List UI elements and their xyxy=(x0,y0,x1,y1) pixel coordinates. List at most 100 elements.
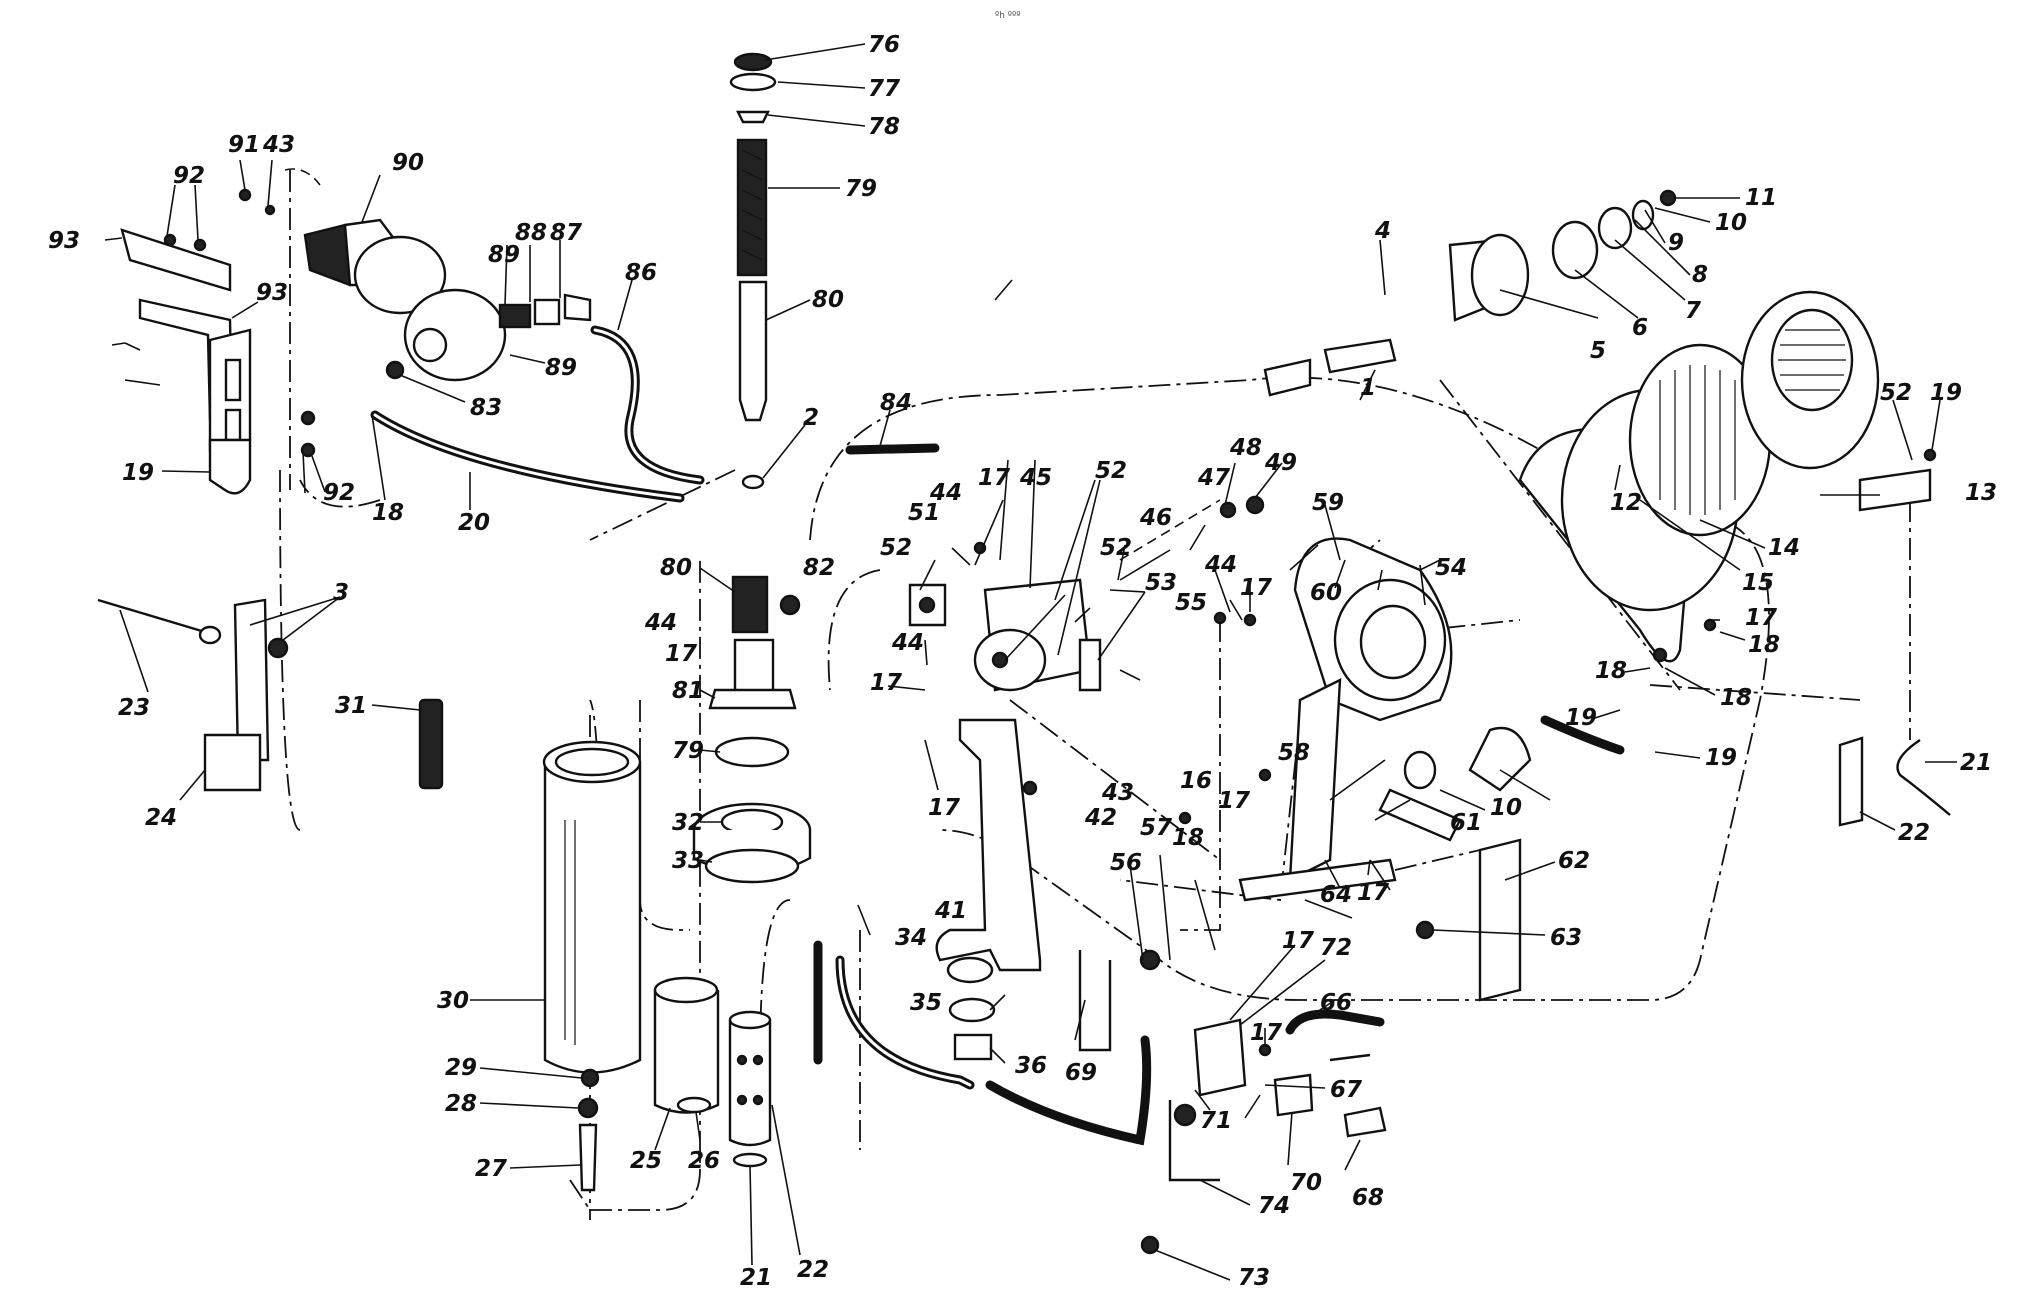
callout-19a: 18 xyxy=(372,500,404,526)
callout-13: 13 xyxy=(1965,480,1997,506)
callout-28: 24 xyxy=(145,805,177,831)
callout-42: 42 xyxy=(1084,805,1117,831)
callout-48: 48 xyxy=(1229,435,1262,461)
callout-60: 62 xyxy=(1558,848,1590,874)
callout-43b: 43 xyxy=(1101,780,1134,806)
callout-69: 72 xyxy=(1320,935,1352,961)
callout-56: 58 xyxy=(1278,740,1310,766)
callout-62: 64 xyxy=(1320,882,1352,908)
callout-85: 89 xyxy=(488,242,520,268)
callout-20: 19 xyxy=(1930,380,1962,406)
callout-55: 57 xyxy=(1140,815,1172,841)
callout-17f: 17 xyxy=(1218,788,1250,814)
callout-44d: 44 xyxy=(1204,552,1237,578)
callout-25: 21 xyxy=(740,1265,772,1291)
callout-74: 78 xyxy=(868,114,900,140)
callout-37: 33 xyxy=(672,848,704,874)
callout-33: 29 xyxy=(445,1055,477,1081)
spring-clip xyxy=(1896,739,1951,816)
top-mark: ºh ººº xyxy=(995,11,1021,21)
callout-17g: 17 xyxy=(1357,880,1389,906)
callout-34: 30 xyxy=(437,988,469,1014)
callout-17e: 17 xyxy=(1240,575,1272,601)
callout-5: 5 xyxy=(1590,338,1606,364)
callout-90: 93 xyxy=(48,228,80,254)
callout-67: 70 xyxy=(1290,1170,1322,1196)
callout-44a: 44 xyxy=(644,610,677,636)
callout-22-label: 22 xyxy=(1898,820,1930,846)
callout-7: 7 xyxy=(1685,298,1701,324)
callout-52-blower: 52 xyxy=(1880,380,1912,406)
callout-58: 60 xyxy=(1310,580,1342,606)
callout-72: 76 xyxy=(868,32,900,58)
callout-1: 1 xyxy=(1360,375,1376,401)
callout-84: 88 xyxy=(515,220,547,246)
callout-40: 36 xyxy=(1015,1053,1047,1079)
callout-70: 73 xyxy=(1238,1265,1270,1291)
callout-80a: 82 xyxy=(803,555,835,581)
callout-86: 89 xyxy=(545,355,577,381)
leader-lines xyxy=(104,43,1957,1281)
callout-15: 15 xyxy=(1742,570,1774,596)
callout-87: 90 xyxy=(392,150,424,176)
callout-43a: 43 xyxy=(262,132,295,158)
callout-51a: 52 xyxy=(880,535,912,561)
motor xyxy=(303,218,592,382)
callout-27: 23 xyxy=(118,695,150,721)
callout-17a: 17 xyxy=(665,641,697,667)
callout-8: 8 xyxy=(1692,262,1708,288)
callout-17c: 17 xyxy=(870,670,902,696)
callout-41: 41 xyxy=(934,898,967,924)
callout-63: 66 xyxy=(1320,990,1352,1016)
valve-block xyxy=(1140,1018,1387,1255)
callout-17d: 17 xyxy=(928,795,960,821)
callout-17-valve: 17 xyxy=(1250,1020,1282,1046)
callout-32: 28 xyxy=(445,1091,477,1117)
blower-frame xyxy=(1238,537,1532,1002)
callout-53: 55 xyxy=(1175,590,1207,616)
clip xyxy=(418,698,444,790)
callout-39: 35 xyxy=(910,990,942,1016)
callout-80b: 83 xyxy=(470,395,502,421)
callout-29: 25 xyxy=(630,1148,662,1174)
callout-57: 59 xyxy=(1312,490,1344,516)
callout-2: 2 xyxy=(803,405,819,431)
callout-18-right: 18 xyxy=(1720,685,1752,711)
callout-19b: 18 xyxy=(1172,825,1204,851)
callout-26: 22 xyxy=(797,1257,829,1283)
callout-44b: 44 xyxy=(929,480,962,506)
callout-59: 61 xyxy=(1450,810,1482,836)
callout-14: 14 xyxy=(1768,535,1800,561)
callout-38: 34 xyxy=(895,925,927,951)
callout-labels: 76 77 78 79 80 2 80 82 44 17 81 79 32 33… xyxy=(48,32,1997,1291)
gear-pump xyxy=(908,578,1102,692)
callout-47: 47 xyxy=(1197,465,1230,491)
callout-45: 45 xyxy=(1019,465,1052,491)
callout-17b: 17 xyxy=(978,465,1010,491)
callout-77: 80 xyxy=(660,555,692,581)
callout-73: 77 xyxy=(868,76,900,102)
callout-12: 12 xyxy=(1610,490,1642,516)
callout-16b: 17 xyxy=(1745,605,1777,631)
callout-23: 19 xyxy=(122,460,154,486)
callout-44c: 44 xyxy=(891,630,924,656)
callout-24: 20 xyxy=(458,510,490,536)
callout-79b: 79 xyxy=(672,738,704,764)
callout-71: 74 xyxy=(1258,1193,1290,1219)
callout-6: 6 xyxy=(1632,315,1648,341)
callout-30: 26 xyxy=(688,1148,720,1174)
callout-89b: 92 xyxy=(323,480,355,506)
callout-81: 84 xyxy=(880,390,912,416)
callout-46: 46 xyxy=(1139,505,1172,531)
pump-bracket xyxy=(935,718,1042,972)
filler-tube xyxy=(729,52,777,490)
strainer xyxy=(728,1010,772,1168)
filter-head xyxy=(692,575,812,884)
callout-19d: 19 xyxy=(1705,745,1737,771)
callout-36: 32 xyxy=(672,810,704,836)
callout-50b: 52 xyxy=(1095,458,1127,484)
small-plate xyxy=(1838,736,1864,827)
callout-82: 86 xyxy=(625,260,657,286)
callout-75: 79 xyxy=(845,176,877,202)
